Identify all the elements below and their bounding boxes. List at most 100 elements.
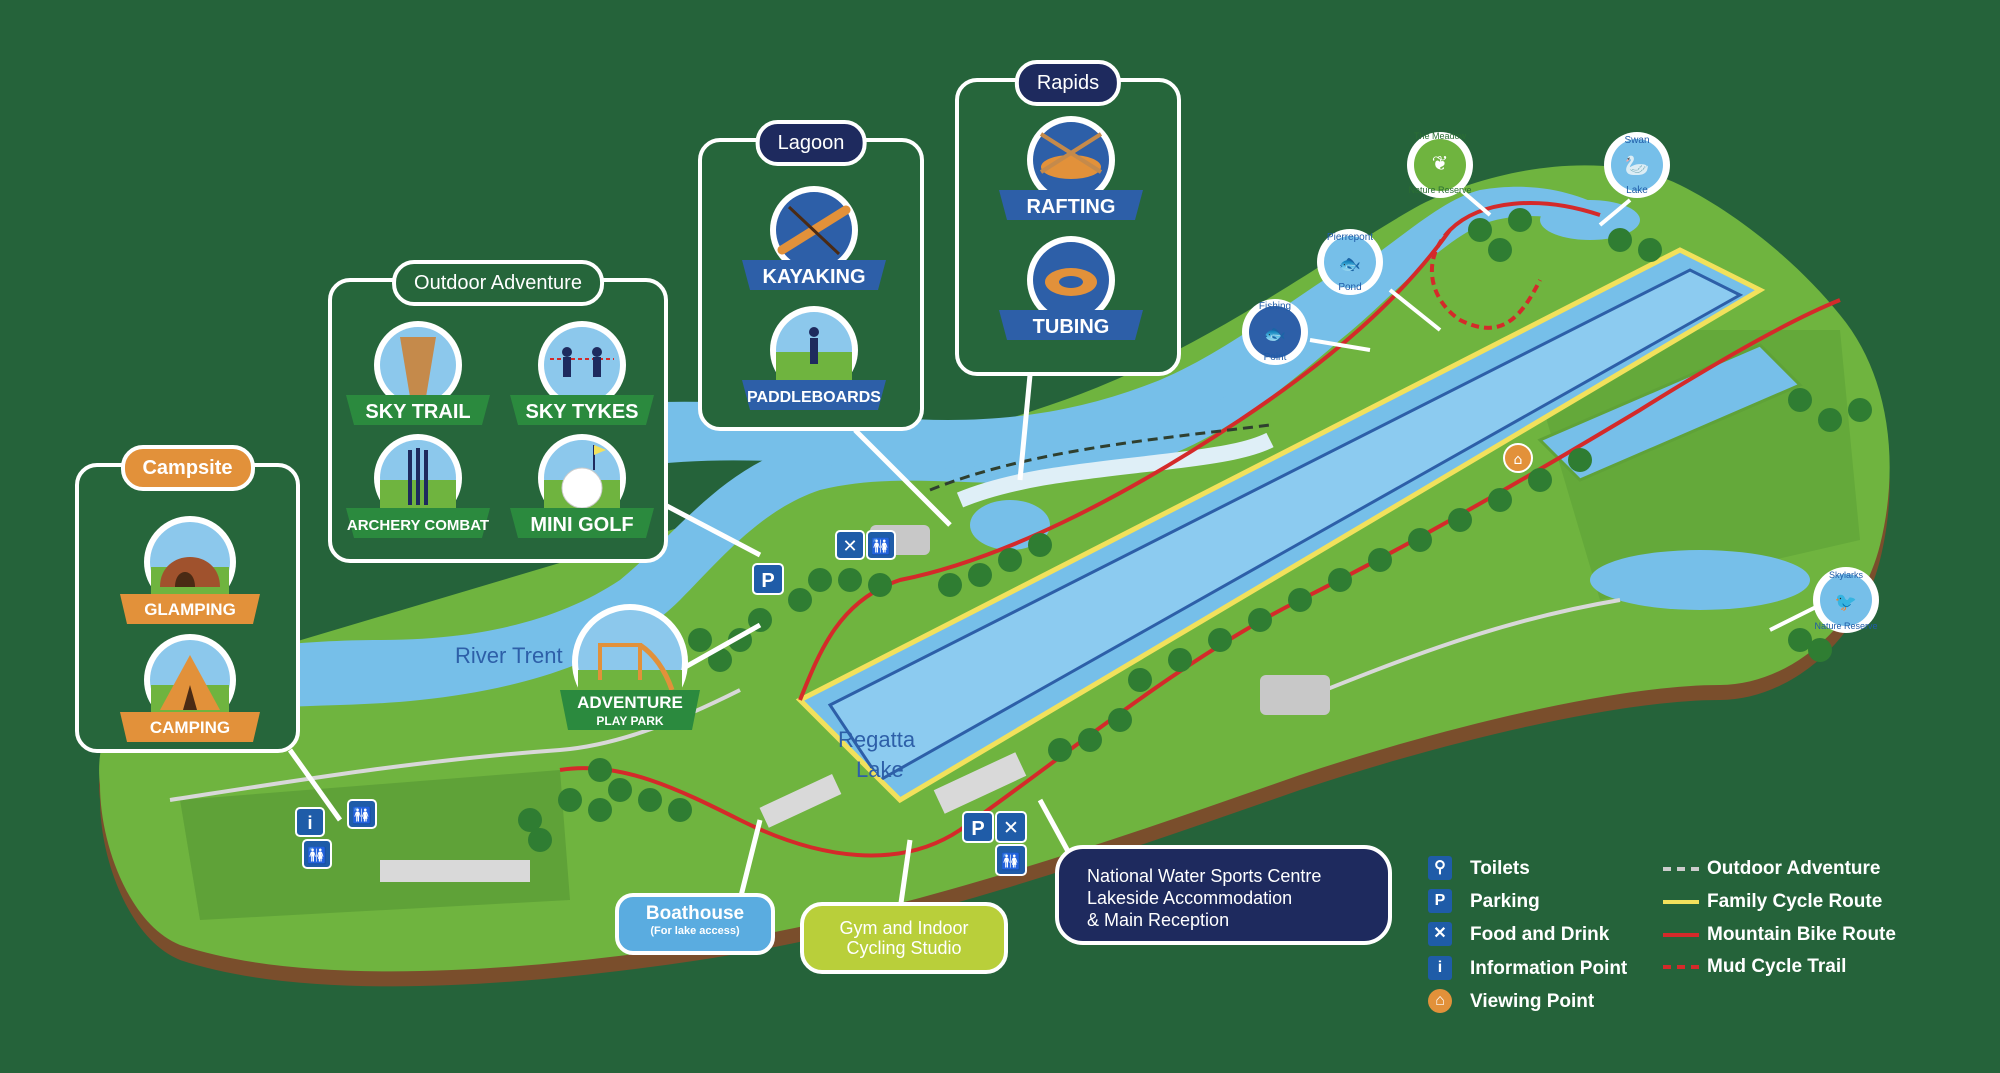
- mountain-bike-route: [798, 201, 1601, 701]
- nwsc-line3: & Main Reception: [1087, 910, 1230, 930]
- mud-cycle-trail: [1430, 228, 1542, 330]
- skylarks-pond: [1590, 550, 1810, 610]
- lake-label-line1: Regatta: [838, 727, 916, 752]
- pierrepont-badge: 🐟 Pierrepont Pond: [1317, 229, 1383, 295]
- svg-text:ADVENTURE: ADVENTURE: [577, 693, 683, 712]
- tree-group: [518, 208, 1872, 852]
- adventure-play-park-badge: ADVENTURE PLAY PARK: [560, 604, 700, 730]
- svg-text:Nature Reserve: Nature Reserve: [1408, 185, 1471, 195]
- svg-text:✕: ✕: [1003, 817, 1019, 839]
- lake-label-line2: Lake: [856, 757, 904, 782]
- food-icon: ✕: [835, 530, 865, 560]
- archery-combat-badge: ARCHERY COMBAT: [346, 434, 490, 538]
- svg-text:❦: ❦: [1432, 151, 1449, 175]
- island-land: [99, 165, 1890, 972]
- toilets-icon: 🚻: [995, 844, 1027, 876]
- campsite-panel: Campsite GLAMPING CAMPING: [75, 445, 300, 753]
- svg-text:PLAY PARK: PLAY PARK: [596, 714, 663, 728]
- footpath: [1299, 598, 1621, 702]
- toilets-icon: ⚲: [1428, 856, 1452, 880]
- svg-text:i: i: [307, 813, 312, 833]
- svg-text:TUBING: TUBING: [1033, 316, 1110, 338]
- skylarks-pointer: [1769, 603, 1821, 632]
- sky-tykes-badge: SKY TYKES: [510, 321, 654, 425]
- fishing-badge: 🐟 Fishing Point: [1242, 299, 1308, 365]
- svg-text:🐦: 🐦: [1835, 592, 1857, 613]
- nwsc-line2: Lakeside Accommodation: [1087, 888, 1293, 908]
- outdoor-adventure-boundary: [929, 423, 1271, 492]
- toilets-icon: 🚻: [347, 799, 377, 829]
- info-icon: i: [295, 807, 325, 837]
- legend: ⚲ Toilets P Parking ✕ Food and Drink i I…: [1428, 856, 1908, 1026]
- mini-golf-badge: MINI GOLF: [510, 434, 654, 538]
- svg-text:The Meadow: The Meadow: [1414, 131, 1467, 141]
- viewing-icon: ⌂: [1503, 443, 1533, 473]
- gym-pointer: [897, 839, 913, 911]
- meadow-area: [1520, 330, 1860, 600]
- boathouse-building: [759, 774, 842, 828]
- boathouse-tag: Boathouse (For lake access): [615, 893, 775, 955]
- river-label: River Trent: [455, 643, 563, 668]
- svg-text:Pond: Pond: [1338, 282, 1361, 293]
- skylarks-badge: 🐦 Skylarks Nature Reserve: [1813, 567, 1879, 633]
- gym-line1: Gym and Indoor: [839, 918, 969, 938]
- nwsc-tag: National Water Sports Centre Lakeside Ac…: [1055, 845, 1392, 945]
- svg-text:Lake: Lake: [1626, 185, 1648, 196]
- campsite-title: Campsite: [120, 445, 255, 491]
- swan-badge: 🦢 Swan Lake: [1604, 132, 1670, 198]
- kayaking-badge: KAYAKING: [742, 186, 886, 290]
- camping-badge: CAMPING: [120, 634, 260, 742]
- nwsc-line1: National Water Sports Centre: [1087, 866, 1322, 886]
- nwsc-building: [933, 752, 1027, 814]
- pierrepont-pointer: [1388, 288, 1442, 332]
- lagoon-title: Lagoon: [755, 120, 867, 166]
- svg-text:SKY TYKES: SKY TYKES: [526, 401, 639, 423]
- svg-text:ARCHERY COMBAT: ARCHERY COMBAT: [347, 517, 489, 534]
- gym-tag: Gym and Indoor Cycling Studio: [800, 902, 1008, 974]
- campsite-pointer: [287, 748, 343, 822]
- boathouse-title: Boathouse: [645, 903, 745, 924]
- boathouse-sub: (For lake access): [650, 925, 740, 937]
- svg-text:Swan: Swan: [1624, 135, 1649, 146]
- outdoor-adventure-line-icon: [1663, 867, 1699, 871]
- parking-icon: P: [752, 563, 784, 595]
- sky-trail-badge: SKY TRAIL: [346, 321, 490, 425]
- svg-text:RAFTING: RAFTING: [1027, 196, 1116, 218]
- mountain-bike-line-icon: [1663, 933, 1699, 937]
- family-cycle-route: [798, 247, 1765, 803]
- svg-text:Skylarks: Skylarks: [1829, 570, 1864, 580]
- svg-text:🦢: 🦢: [1625, 153, 1650, 177]
- svg-text:Point: Point: [1264, 352, 1287, 363]
- svg-text:✕: ✕: [842, 536, 857, 557]
- svg-text:🐟: 🐟: [1264, 324, 1286, 345]
- rapids-title: Rapids: [1014, 60, 1122, 106]
- parking-icon: P: [962, 811, 994, 843]
- meadow-badge: ❦ The Meadow Nature Reserve: [1407, 131, 1473, 198]
- svg-text:🚻: 🚻: [307, 846, 327, 865]
- svg-text:KAYAKING: KAYAKING: [763, 266, 866, 288]
- rapids-course: [956, 432, 1274, 508]
- svg-text:P: P: [971, 818, 984, 840]
- info-icon: i: [1428, 956, 1452, 980]
- svg-text:GLAMPING: GLAMPING: [144, 600, 236, 619]
- svg-text:CAMPING: CAMPING: [150, 718, 230, 737]
- glamping-badge: GLAMPING: [120, 516, 260, 624]
- outdoor-pointer: [663, 502, 762, 558]
- svg-text:P: P: [761, 570, 774, 592]
- svg-text:SKY TRAIL: SKY TRAIL: [365, 401, 470, 423]
- lagoon-panel: Lagoon KAYAKING PADDLEBOARDS: [698, 120, 924, 431]
- meadow-area: [180, 770, 570, 920]
- rapids-panel: Rapids RAFTING TUBING: [955, 60, 1181, 376]
- play-park-pointer: [678, 622, 762, 673]
- fishing-pointer: [1309, 338, 1371, 352]
- return-lake: [1537, 343, 1803, 482]
- svg-text:Nature Reserve: Nature Reserve: [1814, 621, 1877, 631]
- tubing-badge: TUBING: [999, 236, 1143, 340]
- svg-text:MINI GOLF: MINI GOLF: [530, 514, 633, 536]
- lagoon-pointer: [853, 428, 952, 527]
- outdoor-adventure-panel: Outdoor Adventure SKY TRAIL SKY TYKES AR…: [328, 260, 668, 563]
- svg-text:🚻: 🚻: [352, 806, 372, 825]
- outdoor-adventure-title: Outdoor Adventure: [392, 260, 604, 306]
- rapids-pointer: [1017, 374, 1033, 481]
